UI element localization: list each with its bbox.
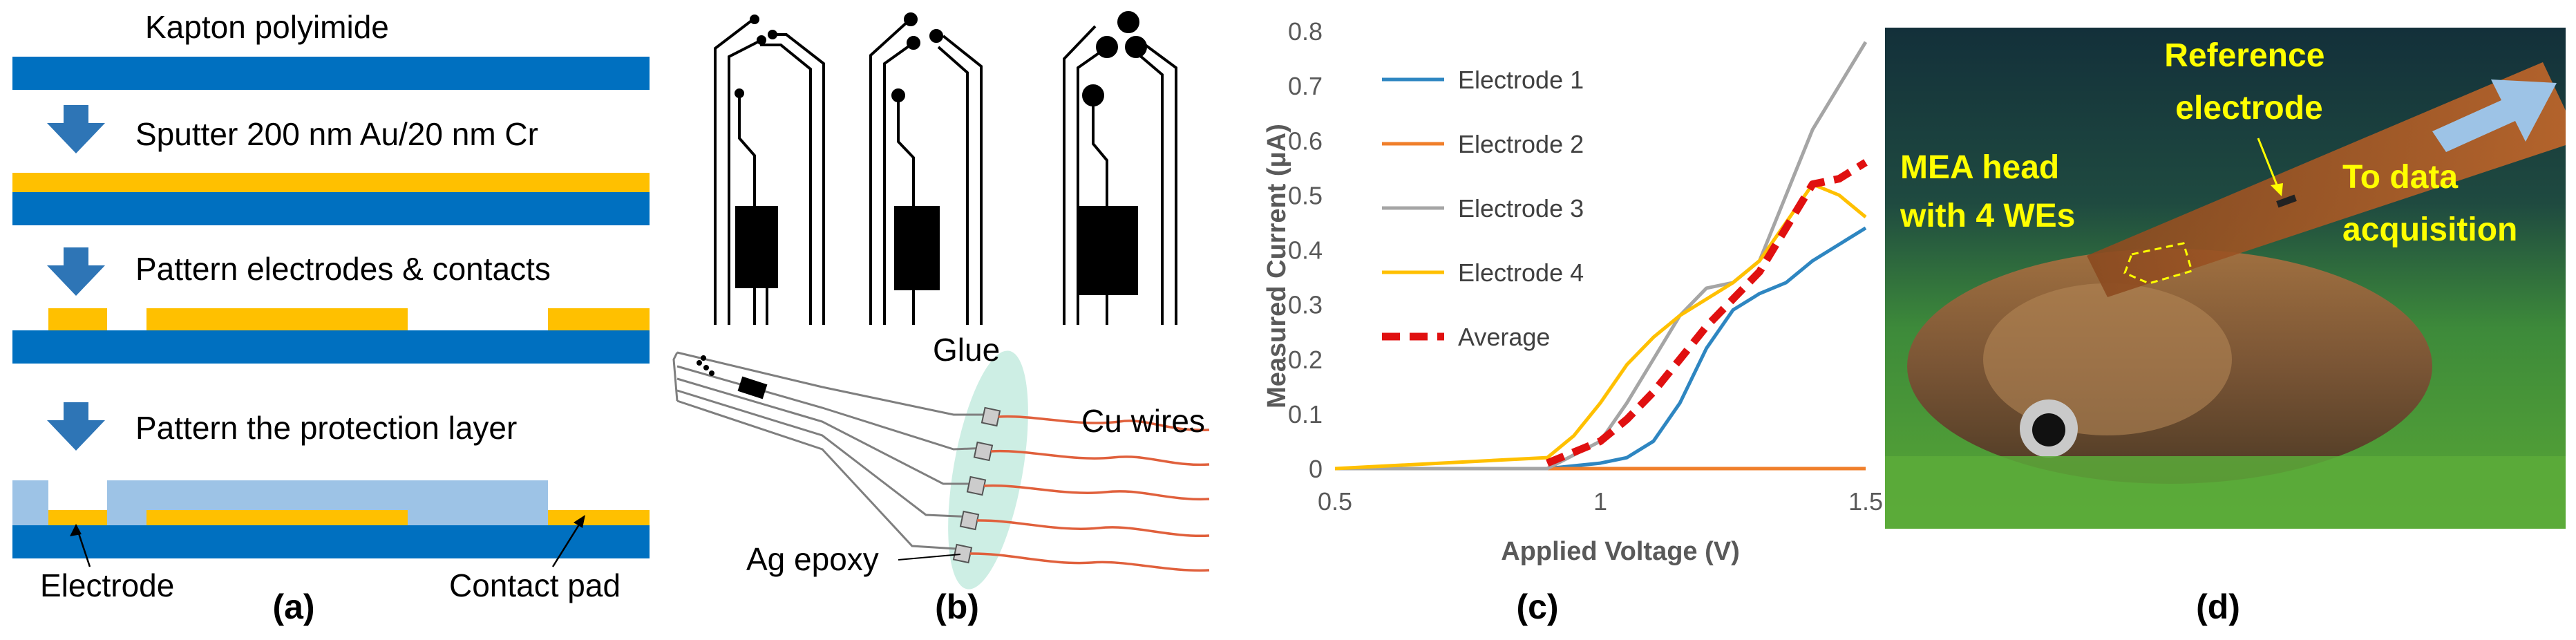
dashed-mea-head-outline xyxy=(2123,242,2193,285)
y-tick-label: 0 xyxy=(1309,455,1323,483)
protection-layer-left xyxy=(12,480,48,525)
series-line-5 xyxy=(1546,159,1868,467)
panel-d-photo: Reference electrode MEA head with 4 WEs … xyxy=(1885,28,2566,626)
reference-pointer-head xyxy=(2271,183,2283,196)
ag-epoxy-label: Ag epoxy xyxy=(746,541,879,577)
panel-d-tag: (d) xyxy=(2196,587,2240,626)
cu-wires-label: Cu wires xyxy=(1081,403,1205,439)
mea-head-label: MEA head with 4 WEs xyxy=(1900,149,2075,234)
reference-electrode-mark xyxy=(2276,194,2297,208)
chart-legend: Electrode 1 Electrode 2 Electrode 3 Electro… xyxy=(1382,66,1584,351)
process-arrow-icon xyxy=(47,247,105,296)
y-tick-label: 0.4 xyxy=(1288,236,1323,265)
glue-label: Glue xyxy=(933,332,1000,368)
x-axis-label: Applied Voltage (V) xyxy=(1501,537,1740,566)
reference-electrode-label: Reference electrode xyxy=(2164,37,2333,126)
panel-a-tag: (a) xyxy=(272,587,314,626)
electrode-design-small xyxy=(714,15,825,325)
gold-contact xyxy=(548,308,650,330)
y-tick-label: 0.6 xyxy=(1288,126,1323,155)
epoxy-pointer xyxy=(898,554,961,561)
electrode-design-large xyxy=(1063,11,1177,325)
kapton-layer-2 xyxy=(12,192,650,225)
gold-layer-2 xyxy=(12,173,650,192)
gold-trace xyxy=(146,308,408,330)
chart-series xyxy=(1334,41,1868,471)
to-daq-label: To data acquisition xyxy=(2342,159,2517,248)
y-tick-label: 0.8 xyxy=(1288,17,1323,46)
ground-foreground xyxy=(1885,456,2566,529)
electrode-label: Electrode xyxy=(40,567,174,603)
y-tick-label: 0.1 xyxy=(1288,400,1323,429)
kapton-layer-1 xyxy=(12,57,650,90)
chart-axes: 0 0.1 0.2 0.3 0.4 0.5 0.6 0.7 0.8 0.5 1 1.5 xyxy=(1288,17,1883,516)
legend-label: Electrode 2 xyxy=(1458,130,1584,158)
legend-label: Average xyxy=(1458,323,1550,351)
kapton-layer-4 xyxy=(12,525,650,558)
kapton-label: Kapton polyimide xyxy=(145,9,389,45)
x-tick-label: 1.5 xyxy=(1848,487,1883,516)
mea-probe-assembly xyxy=(672,350,1210,590)
fish-head-highlight xyxy=(1983,283,2232,435)
panel-c-tag: (c) xyxy=(1516,587,1558,626)
x-tick-label: 0.5 xyxy=(1318,487,1352,516)
to-daq-arrow-icon xyxy=(2432,79,2557,152)
reference-pointer xyxy=(2257,138,2280,191)
panel-a: Kapton polyimide Sputter 200 nm Au/20 nm… xyxy=(12,9,650,626)
y-tick-label: 0.2 xyxy=(1288,346,1323,374)
gold-electrode-exposed xyxy=(48,510,107,525)
electrode-pointer-head xyxy=(70,524,82,536)
y-tick-label: 0.7 xyxy=(1288,72,1323,100)
step-pattern-electrodes: Pattern electrodes & contacts xyxy=(135,251,551,287)
panel-b: Glue Cu wires Ag epoxy (b) xyxy=(672,11,1210,626)
contact-pointer-head xyxy=(574,515,585,528)
y-axis-label: Measured Current (μA) xyxy=(1262,124,1291,408)
gold-electrode xyxy=(48,308,107,330)
fish-pupil xyxy=(2032,413,2065,446)
legend-label: Electrode 3 xyxy=(1458,194,1584,223)
process-arrow-icon xyxy=(47,402,105,451)
series-line-1 xyxy=(1335,226,1867,471)
gold-trace-covered xyxy=(146,510,408,525)
series-line-4 xyxy=(1334,182,1867,471)
step-sputter: Sputter 200 nm Au/20 nm Cr xyxy=(135,116,538,152)
legend-label: Electrode 4 xyxy=(1458,258,1584,287)
panel-c-chart: 0 0.1 0.2 0.3 0.4 0.5 0.6 0.7 0.8 0.5 1 1.5 Electro… xyxy=(1262,17,1883,626)
legend-label: Electrode 1 xyxy=(1458,66,1584,94)
mea-probe-strip xyxy=(2087,62,2566,297)
process-arrow-icon xyxy=(47,105,105,153)
step-pattern-protection: Pattern the protection layer xyxy=(135,410,517,446)
panel-b-tag: (b) xyxy=(935,587,979,626)
contact-pad-label: Contact pad xyxy=(449,567,621,603)
gold-contact-exposed xyxy=(548,510,650,525)
y-tick-label: 0.3 xyxy=(1288,291,1323,319)
y-tick-label: 0.5 xyxy=(1288,181,1323,209)
glue-region xyxy=(948,350,1028,590)
x-tick-label: 1 xyxy=(1593,487,1607,516)
kapton-layer-3 xyxy=(12,330,650,364)
electrode-design-medium xyxy=(869,12,983,325)
